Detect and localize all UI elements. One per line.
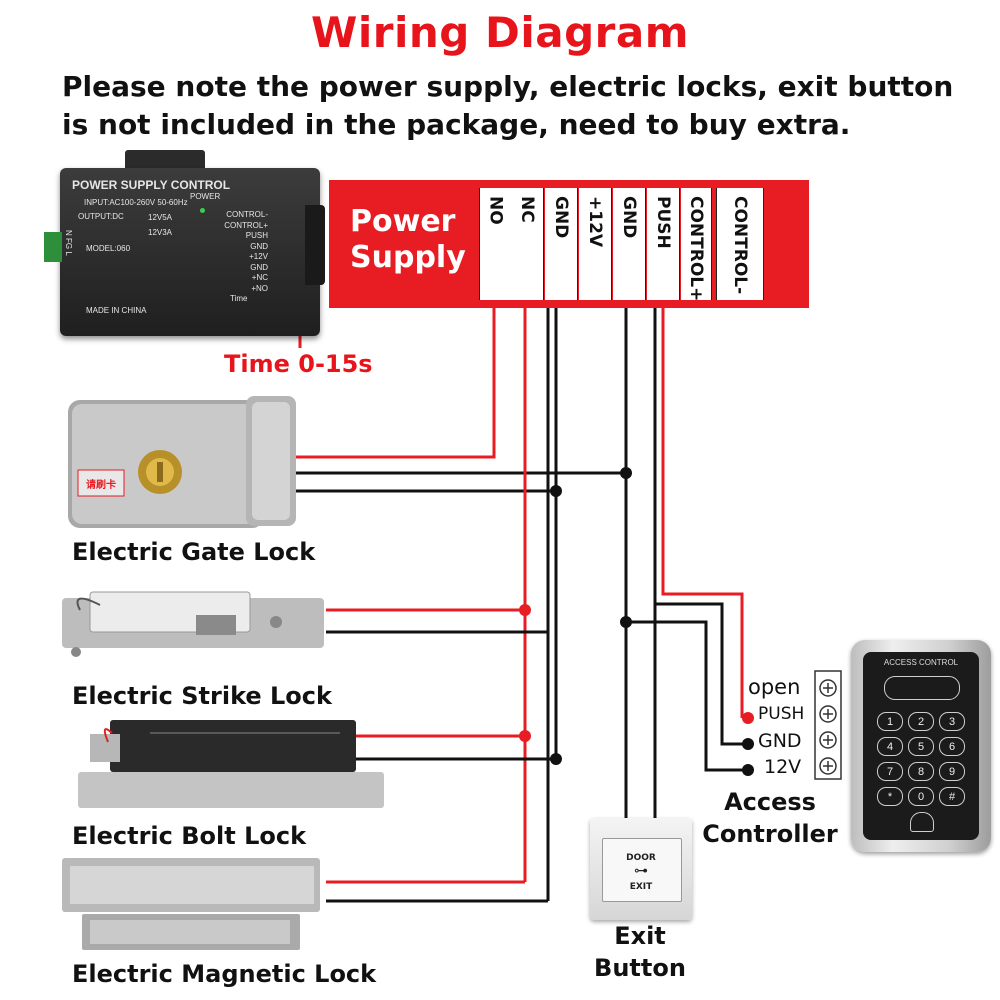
terminal-gnd-2: GND bbox=[613, 188, 646, 300]
psu-model: MODEL:060 bbox=[86, 244, 131, 253]
keypad-key[interactable]: # bbox=[939, 787, 965, 806]
wire-no-gate bbox=[296, 308, 496, 459]
psu-power-label: POWER bbox=[190, 192, 221, 201]
psu-output-spec: OUTPUT:DC bbox=[78, 212, 124, 221]
terminal-gnd-1: GND bbox=[545, 188, 578, 300]
junction-dot bbox=[620, 616, 632, 628]
exit-button-label-line2: Button bbox=[594, 954, 686, 982]
psu-option-1: 12V5A bbox=[148, 213, 173, 222]
access-controller-label-line2: Controller bbox=[702, 820, 838, 848]
terminal-label: GND bbox=[551, 196, 571, 239]
keypad-key[interactable]: 4 bbox=[877, 737, 903, 756]
junction-dot bbox=[742, 738, 754, 750]
psu-terminal-list: CONTROL- CONTROL+ PUSH GND +12V GND +NC … bbox=[222, 210, 268, 294]
key-icon: ⊶ bbox=[634, 863, 648, 879]
psu-mount-tab bbox=[125, 150, 205, 172]
terminal-label: CONTROL+ bbox=[686, 196, 706, 302]
exit-button-label: Exit Button bbox=[590, 920, 690, 984]
notice-line-1: Please note the power supply, electric l… bbox=[62, 70, 954, 103]
psu-terminal-label: GND bbox=[250, 262, 268, 272]
access-controller-label-line1: Access bbox=[724, 788, 816, 816]
psu-mains-terminal bbox=[44, 232, 62, 262]
strike-lock-image bbox=[62, 591, 324, 657]
terminal-control-plus: CONTROL+ bbox=[681, 188, 712, 302]
terminal-label: +12V bbox=[585, 196, 605, 248]
junction-dot bbox=[519, 604, 531, 616]
magnetic-lock-image bbox=[62, 858, 320, 950]
access-controller-label: Access Controller bbox=[702, 786, 838, 850]
gate-lock-tag: 请刷卡 bbox=[86, 480, 116, 491]
keypad-key[interactable]: 1 bbox=[877, 712, 903, 731]
terminal-label: GND bbox=[619, 196, 639, 239]
keypad-key[interactable]: 2 bbox=[908, 712, 934, 731]
magnetic-lock-label: Electric Magnetic Lock bbox=[72, 960, 377, 988]
terminal-nc: NC bbox=[511, 188, 544, 300]
junction-dot bbox=[550, 485, 562, 497]
ac-terminal-push: PUSH bbox=[758, 704, 805, 724]
bell-icon[interactable] bbox=[910, 812, 934, 832]
psu-terminal-label: CONTROL+ bbox=[224, 220, 268, 230]
wire-push-ac bbox=[655, 602, 748, 746]
terminal-label: CONTROL- bbox=[730, 196, 750, 295]
psu-terminal-label: +NO bbox=[251, 283, 268, 293]
terminal-12v: +12V bbox=[579, 188, 612, 300]
terminal-block-title-line2: Supply bbox=[350, 240, 466, 275]
junction-dot bbox=[620, 467, 632, 479]
terminal-no: NO bbox=[479, 188, 512, 300]
psu-mains-label: N FG L bbox=[64, 230, 73, 256]
junction-dot bbox=[550, 753, 562, 765]
ac-terminal-open: open bbox=[748, 675, 801, 699]
keypad-key[interactable]: 0 bbox=[908, 787, 934, 806]
keypad-key[interactable]: 3 bbox=[939, 712, 965, 731]
exit-button-plate[interactable] bbox=[602, 838, 682, 902]
psu-terminal-label: PUSH bbox=[245, 231, 268, 240]
gate-lock-image bbox=[68, 396, 296, 528]
psu-terminal-label: GND bbox=[250, 241, 268, 251]
bolt-lock-label: Electric Bolt Lock bbox=[72, 822, 307, 850]
gate-lock-label: Electric Gate Lock bbox=[72, 538, 316, 566]
diagram-title: Wiring Diagram bbox=[311, 8, 689, 57]
exit-button-label-line1: Exit bbox=[614, 922, 666, 950]
terminal-label: NO bbox=[485, 196, 506, 225]
psu-time-knob-label: Time bbox=[230, 294, 248, 303]
psu-terminal-label: CONTROL- bbox=[226, 210, 268, 219]
junction-dot bbox=[742, 712, 754, 724]
keypad-key[interactable]: 9 bbox=[939, 762, 965, 781]
keypad-key[interactable]: 6 bbox=[939, 737, 965, 756]
terminal-control-minus: CONTROL- bbox=[716, 188, 764, 300]
psu-made-in: MADE IN CHINA bbox=[86, 306, 147, 315]
psu-option-2: 12V3A bbox=[148, 228, 173, 237]
wire-gnd-ac bbox=[626, 620, 748, 772]
terminal-label: PUSH bbox=[653, 196, 673, 249]
time-range-label: Time 0-15s bbox=[224, 350, 373, 378]
card-reader-icon bbox=[884, 676, 960, 700]
ac-terminal-gnd: GND bbox=[758, 730, 802, 752]
keypad-key[interactable]: * bbox=[877, 787, 903, 806]
psu-terminal-label: +12V bbox=[249, 252, 268, 261]
psu-side-plate bbox=[305, 205, 325, 285]
bolt-lock-image bbox=[78, 720, 384, 808]
junction-dot bbox=[742, 764, 754, 776]
ac-terminal-12v: 12V bbox=[764, 756, 802, 778]
psu-input-spec: INPUT:AC100-260V 50-60Hz bbox=[84, 198, 188, 207]
notice-line-2: is not included in the package, need to … bbox=[62, 108, 851, 141]
junction-dot bbox=[519, 730, 531, 742]
exit-button-door-text: DOOR bbox=[626, 853, 656, 863]
terminal-block-title: Power Supply bbox=[350, 204, 478, 276]
power-supply-device bbox=[60, 168, 320, 336]
strike-lock-label: Electric Strike Lock bbox=[72, 682, 332, 710]
keypad-key[interactable]: 8 bbox=[908, 762, 934, 781]
terminal-block-title-line1: Power bbox=[350, 204, 456, 239]
psu-terminal-label: +NC bbox=[251, 273, 268, 282]
psu-name: POWER SUPPLY CONTROL bbox=[72, 178, 231, 192]
wire-control-plus bbox=[661, 308, 744, 718]
terminal-push: PUSH bbox=[647, 188, 680, 300]
exit-button-exit-text: EXIT bbox=[629, 882, 653, 892]
keypad-title: ACCESS CONTROL bbox=[883, 658, 959, 667]
psu-power-led bbox=[200, 208, 205, 213]
keypad-key[interactable]: 5 bbox=[908, 737, 934, 756]
terminal-label: NC bbox=[517, 196, 537, 223]
keypad-key[interactable]: 7 bbox=[877, 762, 903, 781]
